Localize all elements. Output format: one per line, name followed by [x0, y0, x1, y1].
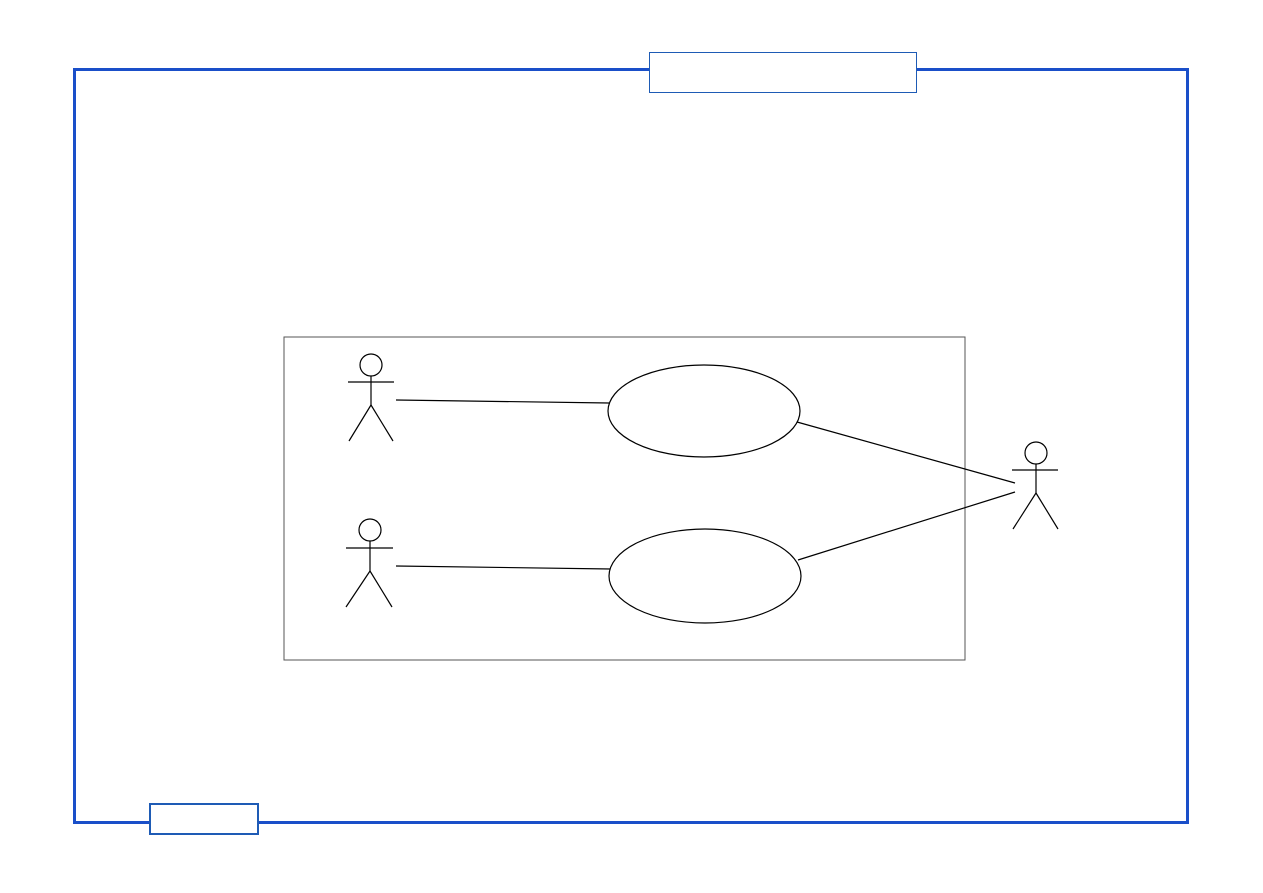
actor-leg: [370, 404, 394, 442]
actor-head: [358, 518, 382, 542]
title-tab: [649, 52, 917, 93]
association-line: [395, 399, 610, 404]
use-case-1: [607, 364, 801, 458]
association-line: [395, 565, 612, 570]
actor-2: [345, 518, 393, 608]
actor-leg: [348, 404, 372, 442]
actor-head: [1024, 441, 1048, 465]
association-line: [796, 421, 1016, 484]
actor-3: [1012, 441, 1059, 530]
actor-leg: [1035, 492, 1059, 530]
actor-1: [348, 353, 394, 442]
actor-leg: [369, 570, 393, 608]
system-boundary: [283, 336, 966, 661]
association-line: [797, 491, 1016, 561]
actor-leg: [1012, 492, 1037, 530]
actor-head: [359, 353, 383, 377]
actor-leg: [345, 570, 371, 608]
use-case-ellipse: [607, 364, 801, 458]
use-case-ellipse: [608, 528, 802, 624]
use-case-2: [608, 528, 802, 624]
page-tab: [149, 803, 259, 835]
diagram-frame: [73, 68, 1189, 824]
